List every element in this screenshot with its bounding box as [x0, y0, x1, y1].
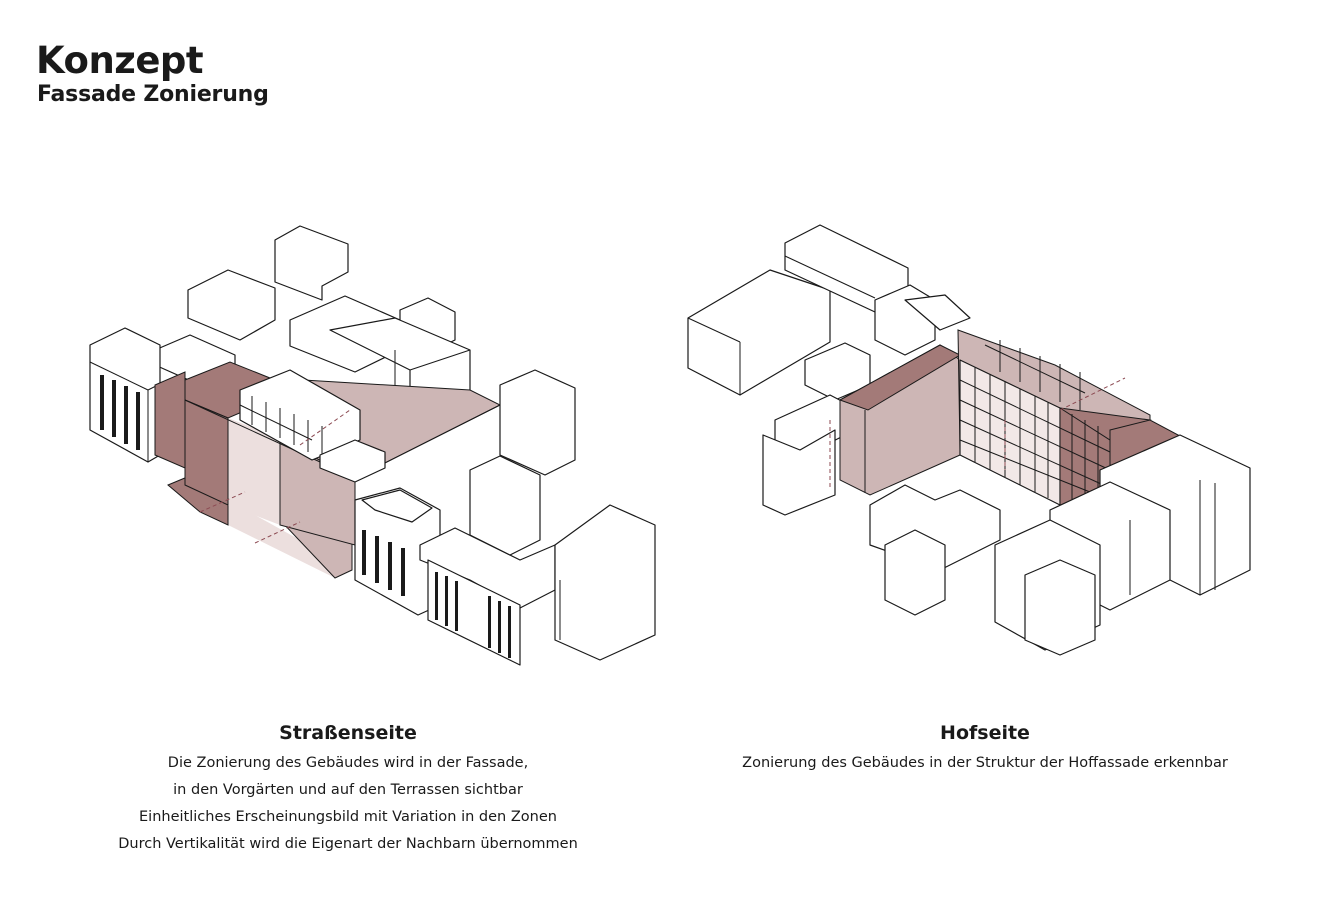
- main-building-street: [154, 361, 502, 546]
- main-building-courtyard: [838, 329, 1182, 506]
- street-side-axonometry: [89, 225, 656, 666]
- street-side-line-1: Die Zonierung des Gebäudes wird in der F…: [167, 755, 529, 771]
- courtyard-side-axonometry: [687, 224, 1251, 656]
- page-title: Konzept: [36, 39, 204, 82]
- street-side-heading: Straßenseite: [279, 722, 417, 744]
- courtyard-side-line-1: Zonierung des Gebäudes in der Struktur d…: [742, 755, 1228, 771]
- street-side-line-4: Durch Vertikalität wird die Eigenart der…: [118, 836, 578, 852]
- street-side-line-2: in den Vorgärten und auf den Terrassen s…: [173, 782, 523, 798]
- right-background-buildings: [687, 224, 971, 516]
- left-neighbour-building: [89, 327, 161, 463]
- front-garden-zone-light: [228, 500, 335, 578]
- right-foreground-buildings: [869, 434, 1251, 656]
- street-side-line-3: Einheitliches Erscheinungsbild mit Varia…: [139, 809, 557, 825]
- right-neighbour-building: [354, 369, 656, 666]
- courtyard-side-caption: Hofseite Zonierung des Gebäudes in der S…: [700, 722, 1270, 777]
- street-side-caption: Straßenseite Die Zonierung des Gebäudes …: [90, 722, 606, 858]
- courtyard-side-heading: Hofseite: [940, 722, 1030, 744]
- page-subtitle: Fassade Zonierung: [37, 82, 269, 107]
